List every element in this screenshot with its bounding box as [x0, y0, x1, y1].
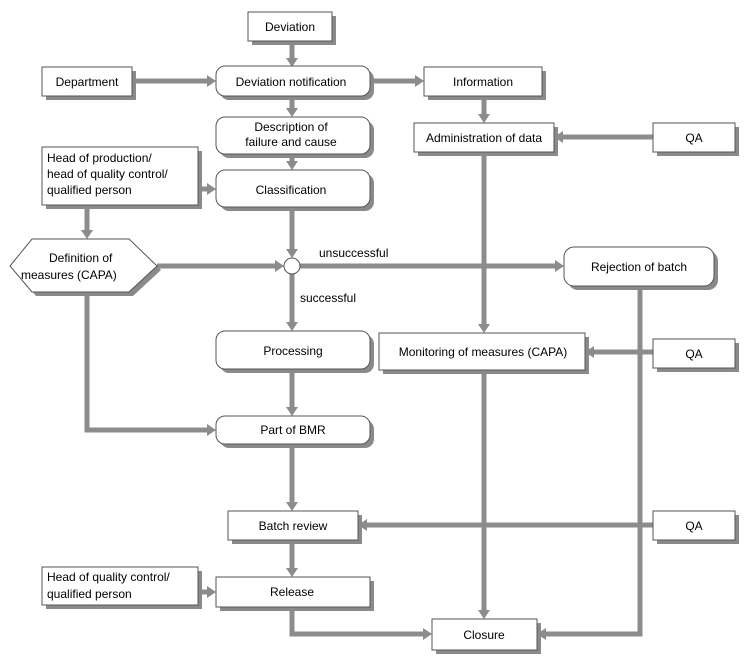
node-department: Department — [41, 66, 136, 100]
node-qa-batch-review: QA — [652, 510, 739, 544]
node-closure: Closure — [431, 618, 541, 654]
node-qa-administration: QA — [652, 122, 739, 156]
node-definition: Definition of measures (CAPA) — [9, 238, 161, 296]
node-definition-line1: Definition of — [49, 251, 113, 265]
node-administration-label: Administration of data — [426, 131, 542, 145]
decision-point — [283, 257, 301, 275]
node-qa-administration-label: QA — [685, 131, 702, 145]
node-closure-label: Closure — [463, 628, 505, 642]
node-deviation-notification-label: Deviation notification — [236, 75, 347, 89]
node-release-label: Release — [270, 585, 314, 599]
node-definition-line2: measures (CAPA) — [21, 268, 117, 282]
node-deviation-notification: Deviation notification — [215, 65, 374, 100]
node-description: Description of failure and cause — [215, 116, 374, 158]
node-information-label: Information — [453, 75, 513, 89]
node-batch-review-label: Batch review — [259, 519, 328, 533]
node-heads-line3: qualified person — [47, 183, 132, 197]
node-rejection: Rejection of batch — [563, 246, 718, 290]
node-deviation: Deviation — [247, 11, 336, 45]
node-department-label: Department — [56, 75, 119, 89]
node-heads-line2: head of quality control/ — [47, 167, 168, 181]
node-information: Information — [423, 66, 546, 100]
node-head-quality-control-line2: qualified person — [47, 587, 132, 601]
node-description-line2: failure and cause — [245, 135, 337, 149]
node-processing-label: Processing — [263, 344, 322, 358]
node-monitoring-label: Monitoring of measures (CAPA) — [399, 345, 568, 359]
node-heads-line1: Head of production/ — [47, 151, 152, 165]
node-qa-batch-review-label: QA — [685, 519, 702, 533]
node-heads: Head of production/ head of quality cont… — [41, 146, 202, 209]
edge-label-unsuccessful: unsuccessful — [319, 246, 388, 260]
node-administration: Administration of data — [413, 122, 558, 156]
node-head-quality-control-line1: Head of quality control/ — [47, 570, 170, 584]
node-qa-monitoring: QA — [652, 338, 739, 372]
node-release: Release — [215, 576, 374, 611]
node-classification-label: Classification — [256, 183, 327, 197]
node-head-quality-control: Head of quality control/ qualified perso… — [41, 566, 202, 609]
node-part-bmr-label: Part of BMR — [260, 423, 326, 437]
node-qa-monitoring-label: QA — [685, 347, 702, 361]
node-rejection-label: Rejection of batch — [591, 260, 687, 274]
node-monitoring: Monitoring of measures (CAPA) — [378, 332, 589, 374]
node-description-line1: Description of — [254, 120, 328, 134]
node-processing: Processing — [215, 330, 374, 373]
node-batch-review: Batch review — [227, 510, 362, 544]
node-deviation-label: Deviation — [265, 20, 315, 34]
node-part-bmr: Part of BMR — [215, 415, 374, 448]
edge-label-successful: successful — [300, 291, 356, 305]
node-classification: Classification — [215, 169, 374, 211]
